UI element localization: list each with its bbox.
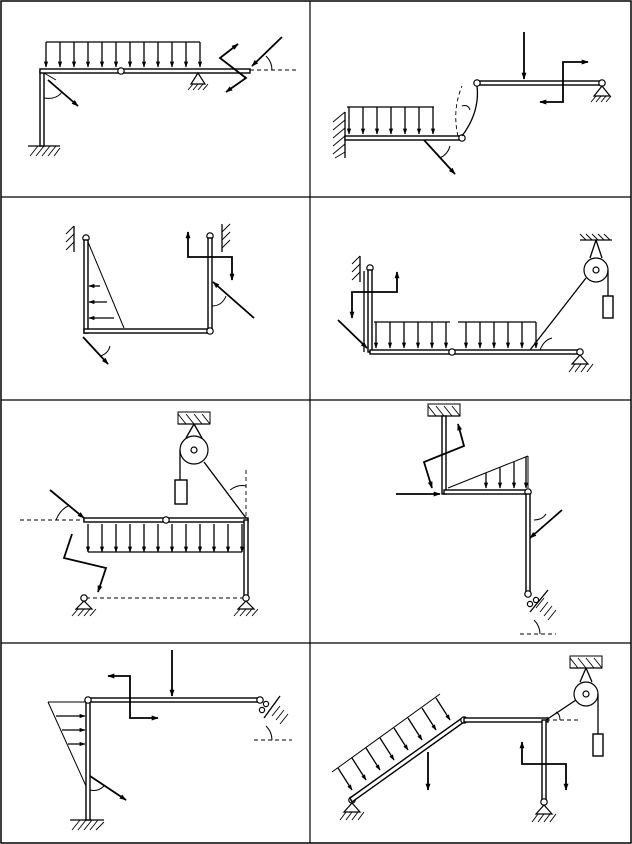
horizontal-beam bbox=[369, 349, 581, 355]
hinge bbox=[117, 67, 125, 75]
inclined-force bbox=[82, 336, 109, 365]
upper-beam bbox=[476, 80, 603, 86]
inclined-distributed-load bbox=[331, 693, 451, 791]
end-force bbox=[251, 36, 283, 67]
fixed-support bbox=[28, 145, 61, 157]
moment-symbol bbox=[349, 271, 400, 319]
roller-support bbox=[568, 348, 594, 373]
rope bbox=[203, 461, 247, 519]
fixed-support bbox=[70, 819, 105, 831]
moment-symbol bbox=[62, 533, 108, 593]
weight bbox=[174, 479, 188, 505]
column bbox=[85, 699, 91, 821]
panel-1 bbox=[28, 36, 296, 157]
distributed-load bbox=[373, 321, 539, 349]
triangular-load bbox=[47, 701, 87, 787]
rope bbox=[529, 277, 587, 351]
panel-6 bbox=[396, 403, 563, 635]
hinge bbox=[448, 348, 456, 356]
inclined-force-right bbox=[212, 281, 255, 319]
moment-symbol bbox=[539, 59, 589, 105]
inclined-force bbox=[529, 509, 563, 539]
right-column bbox=[525, 493, 531, 593]
moment-symbol bbox=[422, 423, 466, 489]
inclined-force bbox=[47, 79, 79, 107]
right-column bbox=[541, 719, 547, 803]
horizontal-beam bbox=[87, 697, 261, 703]
pin-support-right bbox=[531, 798, 557, 823]
inclined-roller bbox=[520, 589, 557, 635]
weight bbox=[602, 295, 614, 319]
lower-beam bbox=[344, 135, 462, 141]
inclined-beam bbox=[349, 716, 465, 804]
pulley bbox=[177, 411, 211, 465]
u-frame bbox=[83, 237, 214, 335]
moment-symbol bbox=[107, 673, 159, 721]
triangular-load bbox=[447, 455, 529, 489]
panel-8 bbox=[331, 655, 604, 823]
panel-3 bbox=[65, 223, 255, 365]
distributed-load bbox=[43, 41, 203, 68]
distributed-load bbox=[85, 524, 245, 553]
right-column bbox=[243, 519, 249, 599]
fixed-support bbox=[427, 403, 461, 417]
inclined-force bbox=[423, 139, 456, 175]
panel-7 bbox=[47, 650, 292, 831]
hinge bbox=[458, 134, 466, 142]
inclined-force bbox=[49, 489, 85, 519]
moment-symbol bbox=[218, 43, 248, 93]
panel-5 bbox=[20, 411, 259, 617]
hinge bbox=[162, 516, 170, 524]
vertical-column bbox=[39, 69, 45, 147]
weight bbox=[592, 733, 604, 757]
horizontal-beam bbox=[463, 717, 549, 723]
moment-symbol bbox=[185, 231, 235, 281]
triangular-load bbox=[87, 241, 125, 329]
curved-member bbox=[461, 85, 479, 137]
angle-arc bbox=[43, 91, 63, 99]
horizontal-beam bbox=[443, 489, 529, 495]
distributed-load bbox=[346, 106, 436, 135]
panel-4 bbox=[337, 233, 614, 373]
roller-support-left bbox=[71, 594, 97, 617]
horizontal-beam bbox=[39, 68, 251, 74]
rope bbox=[545, 699, 577, 721]
inclined-force bbox=[337, 319, 368, 349]
pulley bbox=[579, 233, 612, 283]
roller-support bbox=[590, 79, 612, 103]
moment-symbol bbox=[519, 741, 569, 791]
inclined-roller bbox=[254, 695, 292, 741]
short-column bbox=[367, 269, 373, 353]
pulley bbox=[569, 655, 603, 707]
roller-support-right bbox=[233, 594, 259, 617]
fixed-support bbox=[332, 111, 346, 159]
pin-support bbox=[187, 71, 209, 91]
inclined-force bbox=[89, 775, 127, 801]
wall-hinge-left bbox=[65, 225, 90, 252]
panel-2 bbox=[332, 32, 612, 175]
